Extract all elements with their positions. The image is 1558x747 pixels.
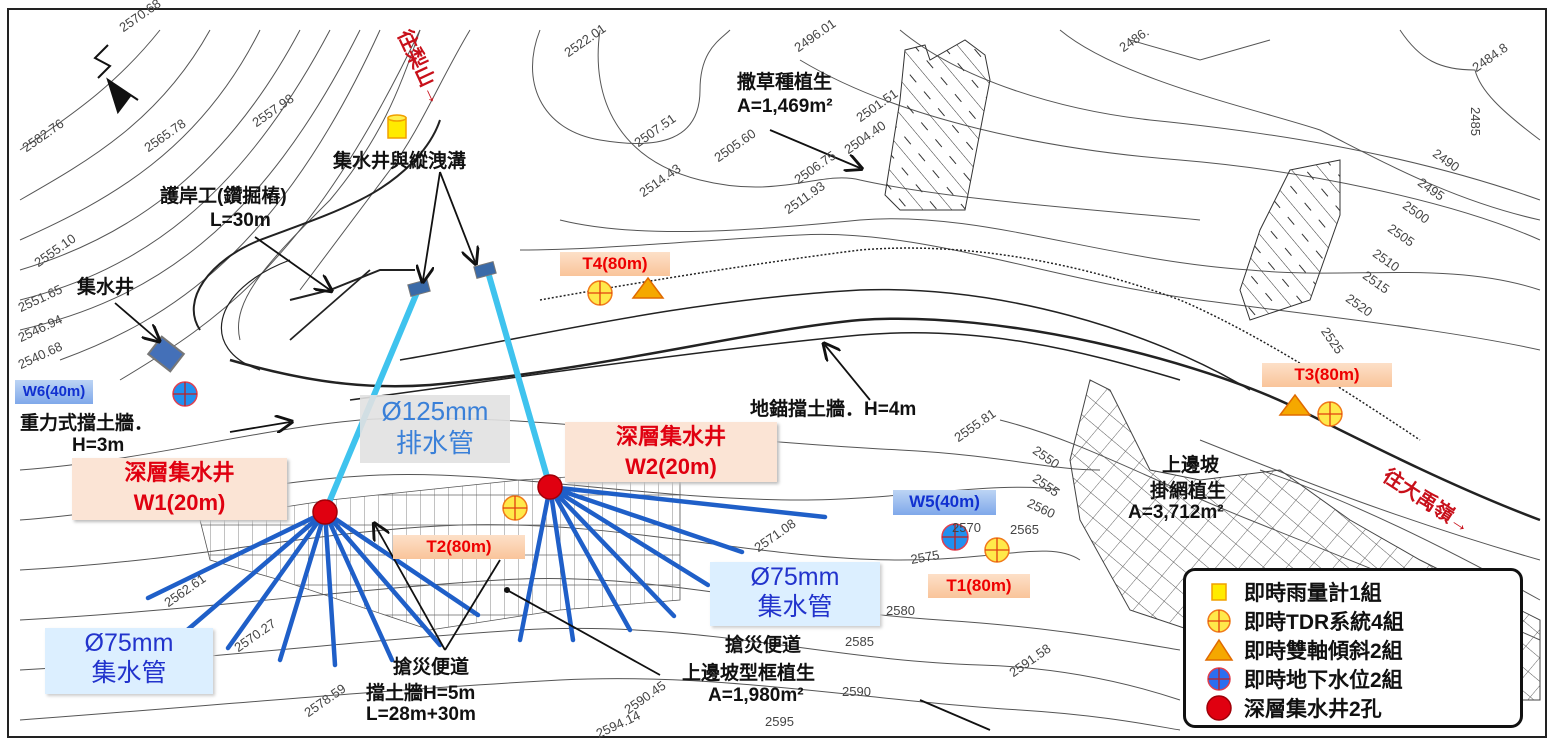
- label-net-planting: 掛網植生: [1150, 481, 1227, 502]
- legend-item: 即時TDR系統4組: [1204, 606, 1520, 635]
- legend: 即時雨量計1組 即時TDR系統4組 即時雙軸傾斜2組 即時地下水位2組 深層集水…: [1183, 568, 1523, 728]
- collector-pipe-label-left: Ø75mm 集水管: [45, 628, 213, 694]
- elevation-label: 2580: [886, 603, 915, 618]
- label-anchor-wall: 地錨擋土牆．H=4m: [750, 399, 917, 420]
- deep-well-icon-w1: [312, 499, 338, 525]
- tdr-icon-t4: [587, 280, 613, 306]
- tag-t4: T4(80m): [560, 252, 670, 276]
- elevation-label: 2485: [1468, 107, 1483, 136]
- collection-well-icon: [146, 335, 186, 373]
- legend-label: 即時地下水位2組: [1244, 668, 1403, 692]
- tag-t3: T3(80m): [1262, 363, 1392, 387]
- legend-item: 即時雙軸傾斜2組: [1204, 635, 1520, 664]
- elevation-label: 2585: [845, 634, 874, 649]
- label-grass-seeding: 撒草種植生: [737, 72, 833, 93]
- north-arrow-icon: [93, 44, 139, 115]
- tiltmeter-icon-t3: [1278, 393, 1312, 416]
- tiltmeter-icon-t4: [631, 276, 665, 299]
- elevation-label: 2590: [842, 684, 871, 699]
- legend-item: 即時雨量計1組: [1204, 577, 1520, 606]
- tiltmeter-icon: [1204, 637, 1234, 663]
- leader-dot: [504, 587, 510, 593]
- label-gravity-wall-height: H=3m: [72, 435, 125, 456]
- collector-pipe-name: 集水管: [91, 659, 167, 687]
- collector-pipe-diameter: Ø75mm: [84, 629, 174, 657]
- rain-gauge-icon: [387, 114, 407, 139]
- leader-arrows: [114, 129, 991, 731]
- deep-well-label-w2: 深層集水井 W2(20m): [565, 422, 777, 482]
- tdr-icon-t1: [984, 537, 1010, 563]
- deep-well-icon-w2: [537, 474, 563, 500]
- groundwater-icon: [1204, 666, 1234, 692]
- tdr-icon: [1204, 608, 1234, 634]
- drain-pipe-name: 排水管: [395, 428, 474, 458]
- legend-label: 即時TDR系統4組: [1244, 610, 1404, 634]
- legend-label: 深層集水井2孔: [1244, 697, 1382, 721]
- deep-well-id: W1(20m): [133, 490, 226, 515]
- label-gravity-wall: 重力式擋土牆．: [20, 413, 154, 434]
- label-emergency-road-length: L=28m+30m: [366, 704, 476, 725]
- tag-t1: T1(80m): [928, 574, 1030, 598]
- label-collection-well: 集水井: [77, 277, 135, 298]
- tdr-icon-t3: [1317, 401, 1343, 427]
- deep-well-title: 深層集水井: [615, 424, 726, 449]
- grass-seeding-area: [884, 39, 991, 211]
- drain-inlet-icon: [407, 279, 431, 297]
- groundwater-icon-w6: [172, 381, 198, 407]
- label-emergency-road-right: 搶災便道: [725, 635, 802, 656]
- label-net-planting-area: A=3,712m²: [1128, 502, 1224, 523]
- drain-pipe-label: Ø125mm 排水管: [360, 395, 510, 463]
- tag-w5: W5(40m): [893, 490, 996, 515]
- groundwater-icon-w5: [941, 523, 969, 551]
- deep-well-id: W2(20m): [625, 454, 717, 479]
- legend-label: 即時雙軸傾斜2組: [1244, 639, 1403, 663]
- drain-pipe-diameter: Ø125mm: [381, 396, 489, 426]
- deep-well-label-w1: 深層集水井 W1(20m): [72, 458, 287, 520]
- label-upper-slope: 上邊坡: [1162, 455, 1220, 476]
- map-frame: [7, 8, 1547, 738]
- legend-item: 深層集水井2孔: [1204, 693, 1520, 722]
- label-revetment-length: L=30m: [210, 210, 271, 231]
- label-collection-well-drain: 集水井與縱洩溝: [333, 151, 467, 172]
- label-frame-planting: 上邊坡型框植生: [682, 663, 816, 684]
- tag-w6: W6(40m): [15, 380, 93, 404]
- collector-pipe-diameter: Ø75mm: [750, 563, 840, 591]
- road-alignment: [192, 119, 1541, 522]
- rain-gauge-icon: [1204, 579, 1234, 605]
- elevation-label: 2595: [765, 714, 794, 729]
- label-frame-planting-area: A=1,980m²: [708, 685, 804, 706]
- drain-inlet-icon: [473, 261, 497, 279]
- deep-well-title: 深層集水井: [124, 460, 235, 485]
- collector-pipe-name: 集水管: [757, 593, 833, 621]
- elevation-label: 2570: [952, 520, 981, 535]
- elevation-label: 2565: [1010, 522, 1039, 537]
- legend-label: 即時雨量計1組: [1244, 581, 1382, 605]
- tdr-icon-t2: [502, 495, 528, 521]
- deep-well-icon: [1204, 694, 1234, 721]
- label-emergency-road-left: 搶災便道: [393, 657, 470, 678]
- upper-slope-grass-area: [1239, 159, 1341, 321]
- label-grass-seeding-area: A=1,469m²: [737, 96, 833, 117]
- collector-pipe-label-right: Ø75mm 集水管: [710, 562, 880, 626]
- label-emergency-road-wall: 擋土牆H=5m: [366, 683, 476, 704]
- legend-item: 即時地下水位2組: [1204, 664, 1520, 693]
- label-revetment: 護岸工(鑽掘樁): [160, 186, 287, 207]
- tag-t2: T2(80m): [393, 535, 525, 559]
- collector-pipes: [145, 484, 828, 668]
